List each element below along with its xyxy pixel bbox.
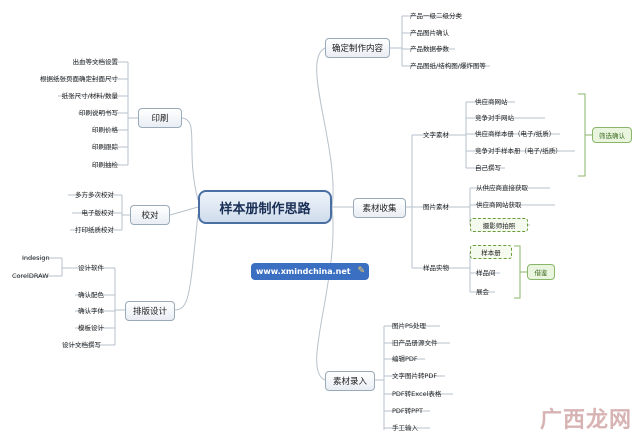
watermark: 广西龙网 [540, 408, 633, 433]
branch-layout[interactable]: 排版设计 [125, 301, 175, 321]
branch-proof[interactable]: 校对 [130, 205, 170, 225]
branch-content[interactable]: 确定制作内容 [325, 38, 390, 58]
text-source-item[interactable]: 竞争对手样本册（电子/纸质） [475, 147, 562, 155]
entry-item[interactable]: PDF转Excel表格 [392, 390, 442, 398]
entry-item[interactable]: 手工输入 [392, 424, 418, 432]
collect-text-node[interactable]: 文字素材 [423, 131, 449, 139]
software-item[interactable]: CorelDRAW [12, 272, 49, 280]
text-source-item[interactable]: 供应商样本册（电子/纸质） [475, 130, 556, 138]
print-item[interactable]: 印刷价格 [92, 126, 118, 134]
entry-item[interactable]: 文字图片转PDF [392, 372, 438, 380]
content-item[interactable]: 产品数据参数 [410, 45, 449, 53]
collect-sample-node[interactable]: 样品实物 [423, 264, 449, 272]
text-source-item[interactable]: 竞争对手网站 [475, 114, 514, 122]
print-item[interactable]: 印刷说明书写 [79, 109, 118, 117]
photographer-node[interactable]: 摄影师拍照 [470, 218, 528, 232]
collect-image-node[interactable]: 图片素材 [423, 203, 449, 211]
filter-confirm-note[interactable]: 筛选确认 [592, 127, 632, 143]
sample-item[interactable]: 样品间 [476, 269, 496, 277]
image-source-item[interactable]: 从供应商直接获取 [476, 184, 528, 192]
proof-item[interactable]: 打印纸质校对 [75, 226, 114, 234]
content-item[interactable]: 产品图片确认 [410, 29, 449, 37]
layout-item[interactable]: 确认字体 [78, 307, 104, 315]
website-url-text: www.xmindchina.net [256, 267, 351, 276]
content-item[interactable]: 产品一级二级分类 [410, 12, 462, 20]
text-source-item[interactable]: 供应商网站 [475, 98, 508, 106]
entry-item[interactable]: 图片PS处理 [392, 322, 427, 330]
branch-entry[interactable]: 素材录入 [325, 371, 375, 391]
proof-item[interactable]: 电子版校对 [81, 209, 115, 217]
entry-item[interactable]: 旧产品册源文件 [392, 339, 438, 347]
sample-item[interactable]: 展会 [476, 288, 489, 296]
print-item[interactable]: 印刷抽检 [92, 161, 118, 169]
website-link[interactable]: www.xmindchina.net ✎ [251, 263, 369, 280]
text-source-item[interactable]: 自己撰写 [475, 164, 501, 172]
reference-note[interactable]: 借鉴 [527, 264, 555, 280]
print-item[interactable]: 印刷跟踪 [92, 143, 118, 151]
center-topic[interactable]: 样本册制作思路 [198, 190, 332, 224]
print-item[interactable]: 根据纸张页面确定封面尺寸 [40, 75, 118, 83]
layout-item[interactable]: 模板设计 [78, 324, 104, 332]
sample-item[interactable]: 样本册 [470, 245, 512, 259]
image-source-item[interactable]: 供应商网站获取 [476, 201, 522, 209]
entry-item[interactable]: 编辑PDF [392, 355, 418, 363]
layout-software-node[interactable]: 设计软件 [78, 264, 104, 272]
print-item[interactable]: 纸张尺寸/材料/数量 [61, 92, 118, 100]
proof-item[interactable]: 多方多次校对 [75, 191, 114, 199]
layout-item[interactable]: 设计文档撰写 [62, 341, 101, 349]
print-item[interactable]: 出血等文档设置 [72, 58, 119, 66]
content-item[interactable]: 产品图纸/结构图/爆炸图等 [410, 62, 486, 70]
entry-item[interactable]: PDF转PPT [392, 407, 423, 415]
pencil-icon: ✎ [357, 266, 365, 276]
layout-item[interactable]: 确认配色 [78, 291, 104, 299]
branch-collect[interactable]: 素材收集 [353, 198, 406, 218]
software-item[interactable]: Indesign [22, 254, 50, 262]
branch-print[interactable]: 印刷 [138, 108, 182, 128]
